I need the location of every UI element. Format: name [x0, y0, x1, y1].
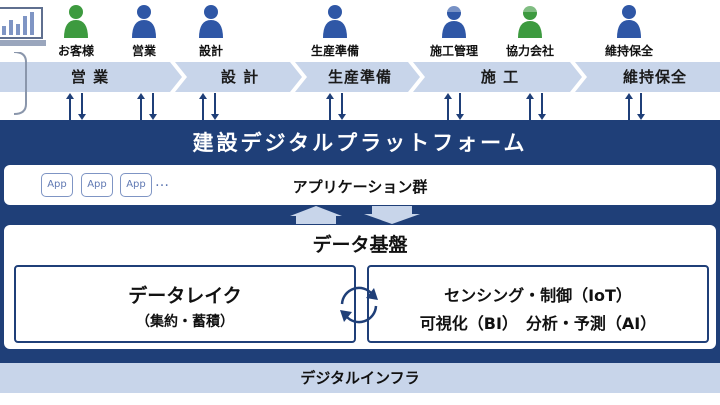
- data-lake-box: データレイク （集約・蓄積）: [14, 265, 356, 343]
- app-chip: App: [120, 173, 152, 197]
- phase-design: 設 計: [220, 68, 260, 86]
- platform-title: 建設デジタルプラットフォーム: [192, 131, 528, 155]
- stakeholder-label: 設計: [198, 44, 223, 58]
- phase-production-prep: 生産準備: [327, 68, 392, 86]
- person-icon: [323, 5, 347, 38]
- stakeholder-maintenance: 維持保全: [589, 4, 669, 59]
- stakeholder-label: お客様: [57, 44, 94, 58]
- stakeholder-partner: 協力会社: [490, 4, 570, 59]
- phase-chevron: [0, 62, 182, 92]
- phase-chevron: [175, 62, 302, 92]
- phase-chevron-bar: [0, 62, 720, 92]
- app-chip: App: [81, 173, 113, 197]
- stakeholder-production-prep: 生産準備: [295, 4, 375, 59]
- person-icon: [64, 5, 88, 38]
- phase-chevron: [413, 62, 582, 92]
- digital-infrastructure: デジタルインフラ: [0, 363, 720, 393]
- sensing-control-label: センシング・制御（IoT）: [444, 286, 632, 305]
- sync-cycle-icon: [340, 286, 378, 324]
- application-group: App App App: [4, 165, 716, 205]
- stakeholder-label: 協力会社: [505, 44, 554, 58]
- stakeholder-construction-mgmt: 施工管理: [414, 4, 494, 59]
- data-lake-title: データレイク: [128, 285, 242, 307]
- stakeholder-label: 維持保全: [604, 44, 653, 58]
- stakeholder-label: 営業: [131, 44, 156, 58]
- flow-arrows: [290, 206, 420, 224]
- phase-construction: 施 工: [480, 68, 520, 86]
- up-arrow-icon: [290, 206, 342, 224]
- visualization-analysis-label: 可視化（BI） 分析・予測（AI）: [419, 314, 657, 333]
- app-more-ellipsis: …: [155, 174, 169, 190]
- person-icon: [132, 5, 156, 38]
- hardhat-person-icon: [518, 5, 542, 38]
- stakeholder-label: 生産準備: [310, 44, 359, 58]
- phase-sales: 営 業: [70, 68, 110, 86]
- person-icon: [199, 5, 223, 38]
- phase-chevron: [575, 62, 720, 92]
- stakeholder-customer: お客様: [36, 4, 116, 59]
- person-icon: [617, 5, 641, 38]
- app-chip: App: [41, 173, 73, 197]
- stakeholder-design: 設計: [171, 4, 251, 59]
- phase-chevron: [295, 62, 420, 92]
- down-arrow-icon: [364, 206, 420, 224]
- stakeholder-sales: 営業: [104, 4, 184, 59]
- connector-curve: [13, 52, 27, 115]
- application-group-label: アプリケーション群: [292, 178, 428, 196]
- stakeholder-label: 施工管理: [429, 44, 478, 58]
- exchange-arrows: [65, 93, 646, 120]
- analytics-box: センシング・制御（IoT） 可視化（BI） 分析・予測（AI）: [367, 265, 709, 343]
- phase-maintenance: 維持保全: [622, 68, 687, 86]
- data-base-title: データ基盤: [312, 234, 408, 256]
- data-lake-subtitle: （集約・蓄積）: [136, 314, 234, 330]
- hardhat-person-icon: [442, 5, 466, 38]
- monitor-icon: [0, 7, 46, 46]
